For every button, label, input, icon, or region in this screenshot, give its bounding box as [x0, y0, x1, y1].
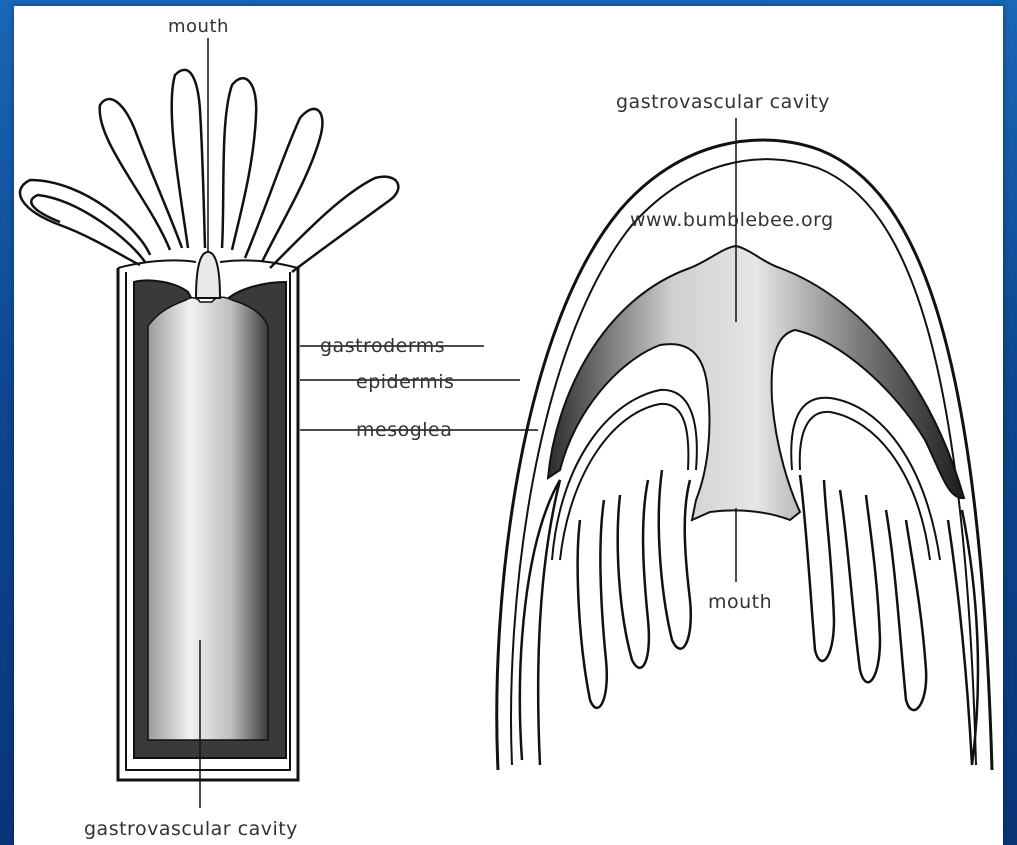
watermark-text: www.bumblebee.org	[630, 209, 834, 231]
polyp-hypostome	[196, 252, 220, 298]
label-polyp-mouth: mouth	[168, 16, 229, 37]
medusa-tentacles	[520, 470, 978, 765]
label-gastroderm: gastroderms	[320, 335, 445, 357]
polyp-tentacles	[20, 70, 398, 272]
medusa-tentacle	[618, 480, 649, 668]
label-medusa-mouth: mouth	[708, 591, 772, 613]
medusa-tentacle	[800, 475, 834, 661]
polyp-tentacle	[31, 195, 145, 262]
label-medusa-cavity: gastrovascular cavity	[616, 91, 830, 113]
medusa-tentacle	[659, 470, 691, 649]
medusa-tentacle	[840, 490, 880, 682]
label-polyp-cavity: gastrovascular cavity	[84, 818, 298, 840]
polyp-tentacle	[172, 70, 205, 248]
medusa-tentacle	[886, 510, 926, 710]
label-epidermis: epidermis	[356, 371, 454, 393]
polyp-figure	[20, 38, 538, 808]
polyp-tentacle	[100, 99, 182, 250]
medusa-tentacle	[578, 500, 607, 708]
polyp-tentacle	[20, 180, 150, 265]
label-mesoglea: mesoglea	[356, 419, 452, 441]
medusa-gastroderm	[548, 246, 964, 520]
polyp-tentacle	[270, 177, 398, 272]
polyp-tentacle	[245, 109, 322, 262]
polyp-cavity	[148, 297, 268, 740]
polyp-tentacle	[222, 78, 256, 250]
